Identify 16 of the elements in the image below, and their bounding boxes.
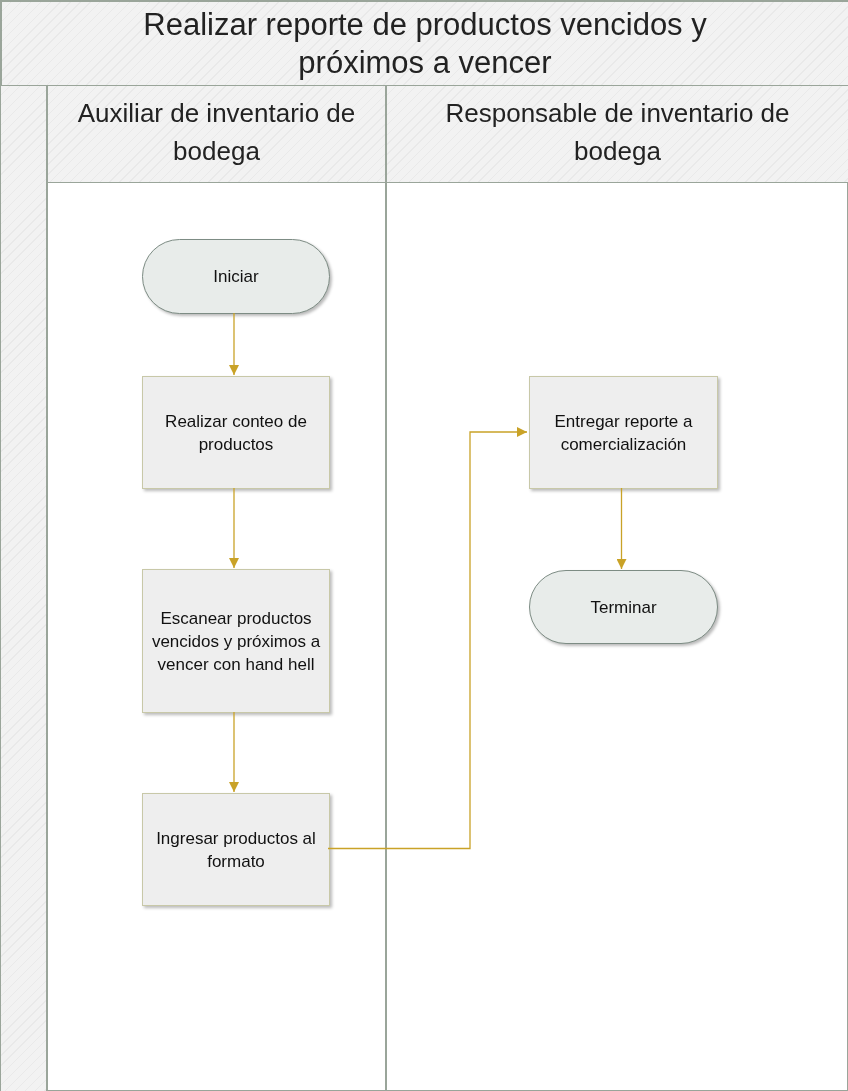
arrow <box>229 487 239 569</box>
arrow <box>229 711 239 793</box>
swimlane <box>47 86 386 1091</box>
lane-header: Responsable de inventario de bodega <box>387 86 848 183</box>
arrow <box>616 487 627 570</box>
process-box: Realizar conteo de productos <box>142 376 330 489</box>
process-box: Ingresar productos al formato <box>142 793 330 906</box>
arrow <box>327 427 528 850</box>
arrow <box>229 312 239 376</box>
lane-header: Auxiliar de inventario de bodega <box>48 86 385 183</box>
terminator-shape: Terminar <box>529 570 718 644</box>
process-box: Escanear productos vencidos y próximos a vencer con hand hell <box>142 569 330 713</box>
terminator-shape: Iniciar <box>142 239 330 314</box>
swimlane <box>386 86 848 1091</box>
pool-title: Realizar reporte de productos vencidos y próximos a vencer <box>1 1 848 86</box>
process-box: Entregar reporte a comercialización <box>529 376 718 489</box>
